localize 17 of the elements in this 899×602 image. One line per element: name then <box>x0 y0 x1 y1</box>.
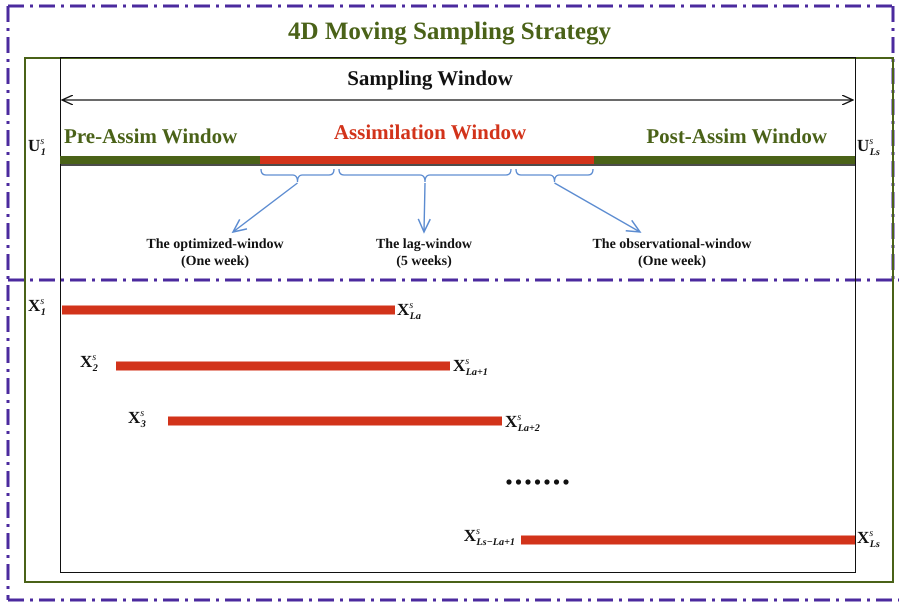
caption-line: The optimized-window <box>146 236 284 253</box>
window-label: Pre-Assim Window <box>64 124 238 149</box>
curly-brace <box>338 169 512 183</box>
diagram-title: 4D Moving Sampling Strategy <box>287 18 612 46</box>
curly-brace <box>260 169 335 183</box>
caption-line: (5 weeks) <box>395 253 453 270</box>
leader-arrow <box>418 182 432 233</box>
leader-arrow <box>232 182 298 233</box>
window-label: Post-Assim Window <box>646 124 827 149</box>
window-label: Assimilation Window <box>334 120 526 145</box>
caption-line: (One week) <box>180 253 250 270</box>
curly-brace <box>515 169 594 183</box>
caption-line: The lag-window <box>376 236 472 253</box>
window-label: Sampling Window <box>347 66 513 91</box>
leader-arrow <box>554 182 641 233</box>
caption-line: (One week) <box>636 253 708 270</box>
caption-line: The observational-window <box>592 236 752 253</box>
